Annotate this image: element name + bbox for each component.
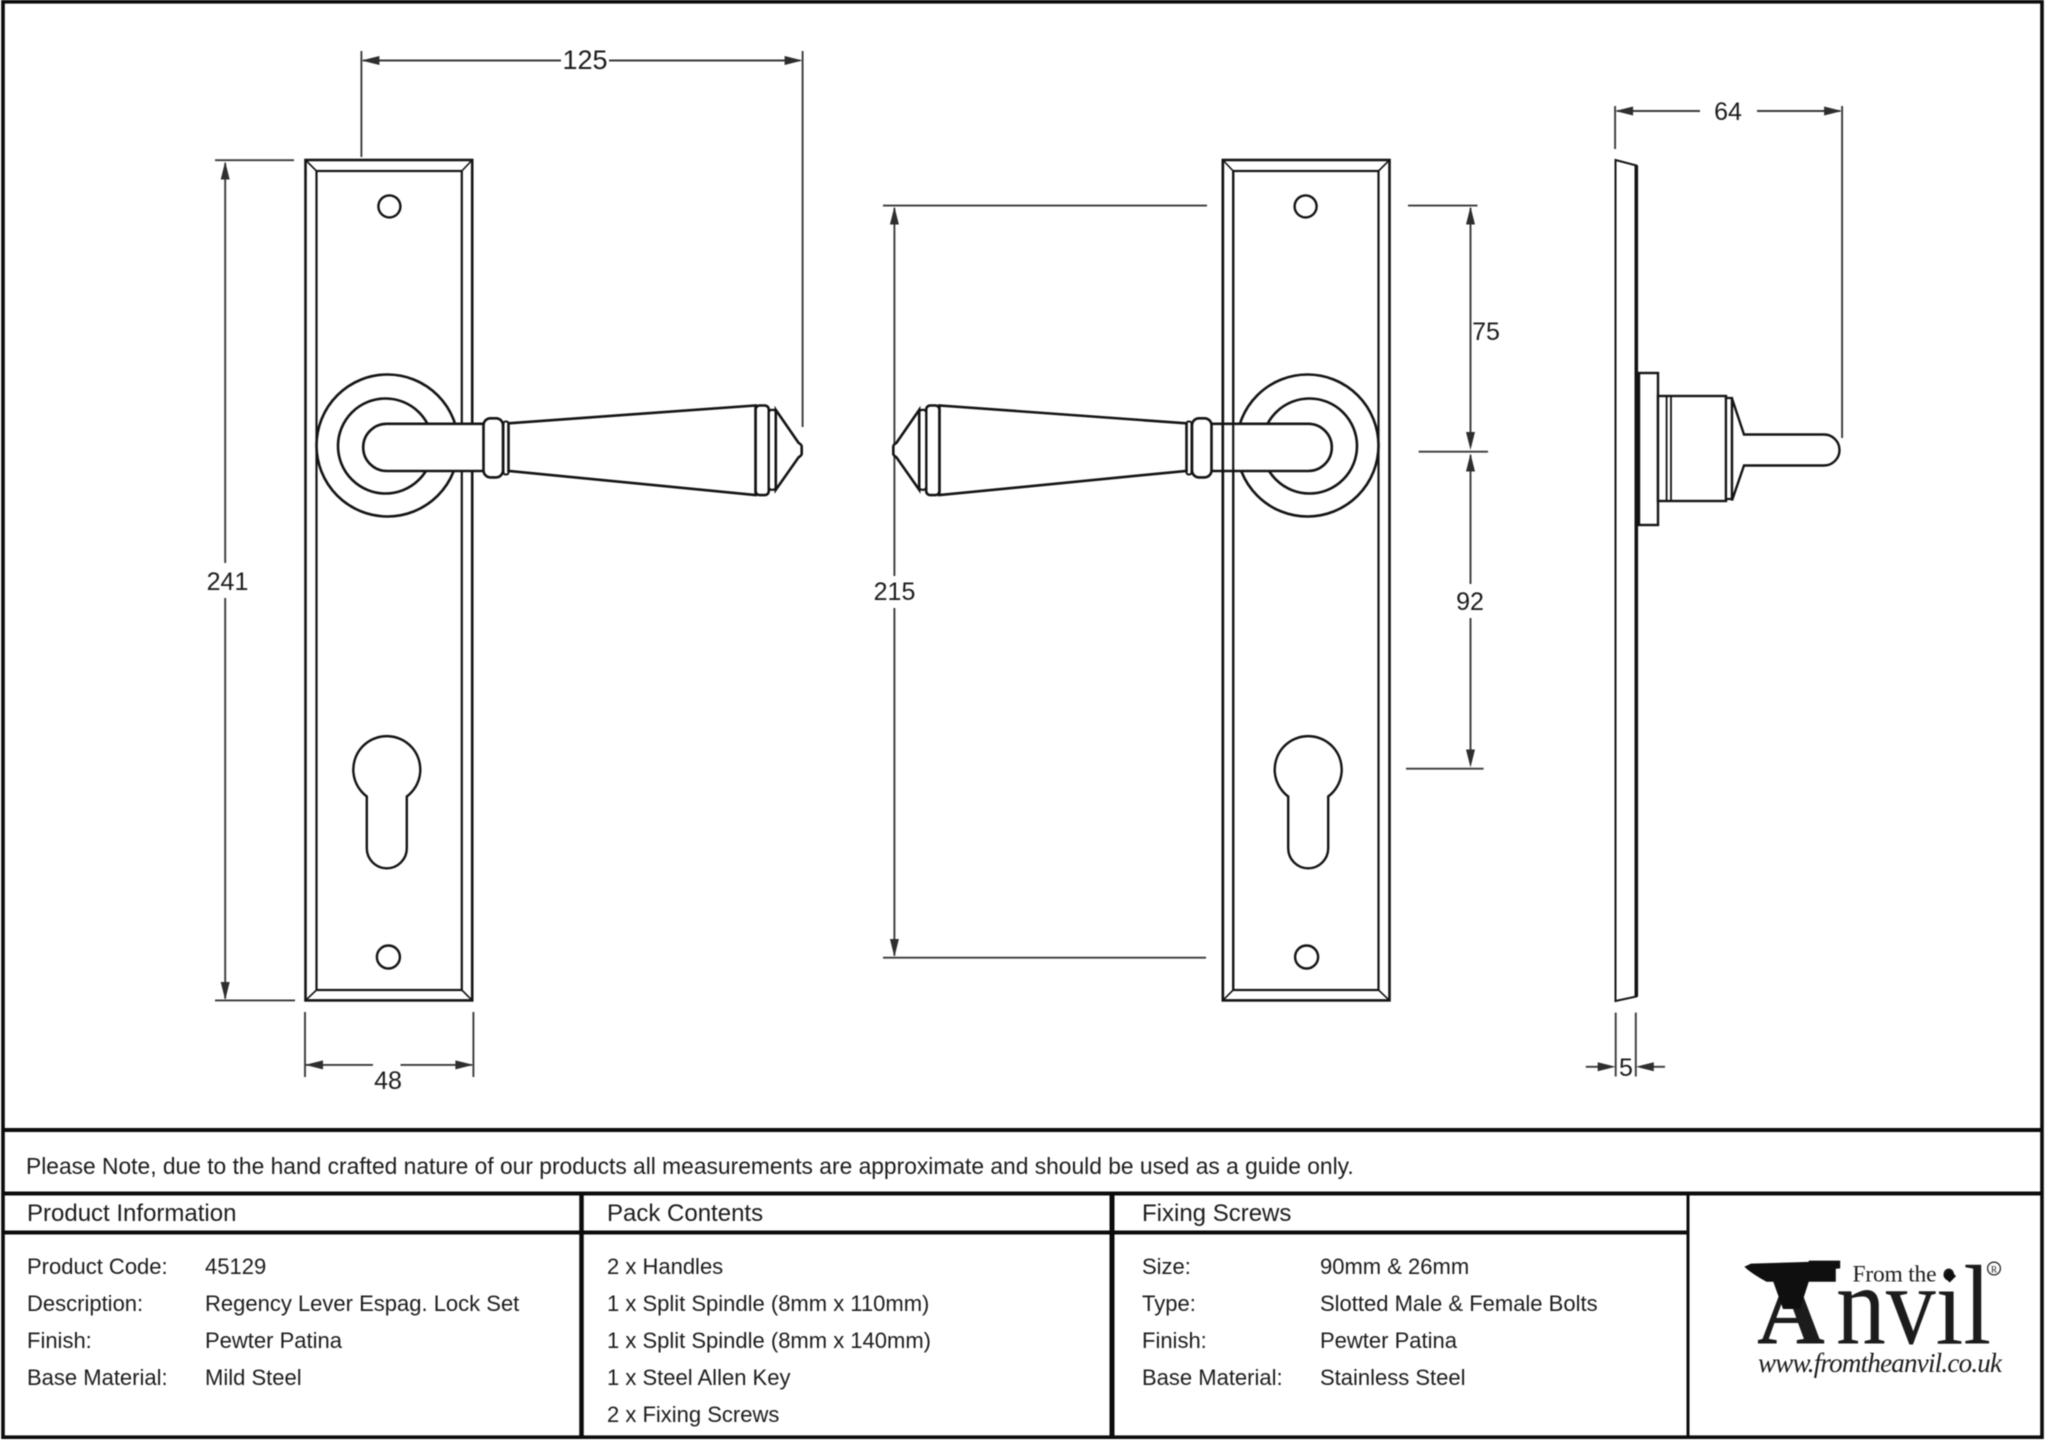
svg-text:5: 5 — [1619, 1054, 1633, 1082]
svg-text:Description:: Description: — [27, 1291, 143, 1316]
svg-text:Base Material:: Base Material: — [27, 1365, 168, 1390]
svg-text:nvil: nvil — [1836, 1244, 1991, 1369]
svg-text:Base Material:: Base Material: — [1142, 1365, 1283, 1390]
svg-text:Product Code:: Product Code: — [27, 1254, 168, 1279]
svg-text:2 x Fixing Screws: 2 x Fixing Screws — [607, 1402, 779, 1427]
svg-text:90mm & 26mm: 90mm & 26mm — [1320, 1254, 1469, 1279]
svg-text:48: 48 — [374, 1067, 402, 1095]
svg-text:241: 241 — [207, 568, 249, 596]
svg-text:Pack Contents: Pack Contents — [607, 1200, 763, 1227]
svg-text:1 x Steel Allen Key: 1 x Steel Allen Key — [607, 1365, 790, 1390]
svg-text:Size:: Size: — [1142, 1254, 1191, 1279]
svg-text:From the: From the — [1853, 1262, 1937, 1288]
svg-text:R: R — [1991, 1266, 1998, 1276]
svg-text:Slotted Male & Female Bolts: Slotted Male & Female Bolts — [1320, 1291, 1598, 1316]
svg-text:75: 75 — [1472, 318, 1500, 346]
svg-text:Please Note, due to the hand c: Please Note, due to the hand crafted nat… — [26, 1153, 1354, 1179]
svg-text:www.fromtheanvil.co.uk: www.fromtheanvil.co.uk — [1758, 1348, 2003, 1378]
svg-text:1 x Split Spindle (8mm x 110mm: 1 x Split Spindle (8mm x 110mm) — [607, 1291, 929, 1316]
svg-text:Finish:: Finish: — [27, 1328, 92, 1353]
svg-text:Pewter Patina: Pewter Patina — [1320, 1328, 1458, 1353]
svg-text:92: 92 — [1456, 588, 1484, 616]
svg-text:Type:: Type: — [1142, 1291, 1196, 1316]
svg-text:125: 125 — [562, 45, 607, 75]
svg-text:Mild Steel: Mild Steel — [205, 1365, 302, 1390]
svg-text:Fixing Screws: Fixing Screws — [1142, 1200, 1291, 1227]
svg-text:Regency Lever Espag. Lock Set: Regency Lever Espag. Lock Set — [205, 1291, 519, 1316]
svg-text:Finish:: Finish: — [1142, 1328, 1207, 1353]
svg-text:Product Information: Product Information — [27, 1200, 236, 1227]
svg-text:Pewter Patina: Pewter Patina — [205, 1328, 343, 1353]
svg-text:2 x Handles: 2 x Handles — [607, 1254, 723, 1279]
svg-text:45129: 45129 — [205, 1254, 266, 1279]
svg-text:215: 215 — [874, 578, 916, 606]
svg-text:Stainless Steel: Stainless Steel — [1320, 1365, 1466, 1390]
svg-text:1 x Split Spindle (8mm x 140mm: 1 x Split Spindle (8mm x 140mm) — [607, 1328, 931, 1353]
svg-text:64: 64 — [1714, 98, 1742, 126]
